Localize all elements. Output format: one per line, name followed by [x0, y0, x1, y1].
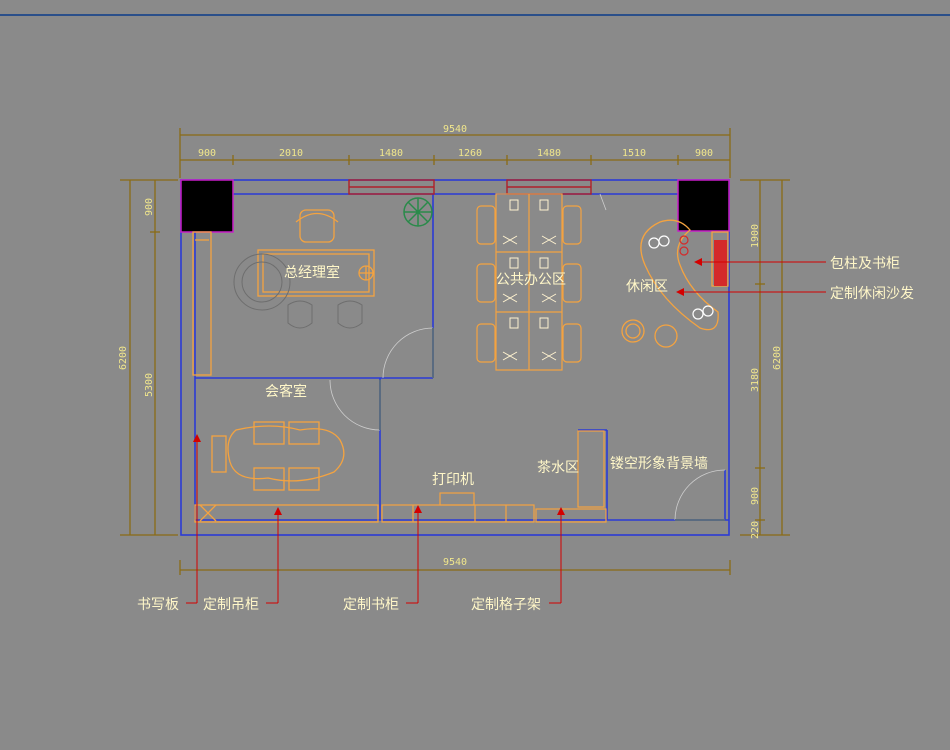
- room-label-office: 公共办公区: [496, 272, 566, 288]
- dim-top-seg-5: 1480: [537, 148, 561, 159]
- annotation-bookcase: 定制书柜: [343, 597, 399, 613]
- dim-right-inner-2: 3180: [750, 368, 761, 392]
- dim-top-seg-6: 1510: [622, 148, 646, 159]
- dim-top-seg-2: 2010: [279, 148, 303, 159]
- app-title-bar: [0, 0, 950, 16]
- leader-arrowheads: [193, 258, 702, 515]
- door-leaves: [379, 328, 725, 521]
- dim-left-outer: 6200: [118, 346, 129, 370]
- dim-left-inner-1: 900: [144, 198, 155, 216]
- annotation-writing-board: 书写板: [137, 597, 179, 613]
- annotation-hanging-cabinet: 定制吊柜: [203, 597, 259, 613]
- dim-top-seg-7: 900: [695, 148, 713, 159]
- annotation-column-bookcase: 包柱及书柜: [830, 256, 900, 272]
- column-top-right: [677, 179, 730, 232]
- room-label-manager: 总经理室: [284, 264, 340, 281]
- manager-decor: [233, 253, 363, 329]
- bottom-cabinets: [381, 430, 607, 523]
- room-label-printer: 打印机: [432, 471, 474, 488]
- dim-top-total: 9540: [443, 124, 467, 135]
- room-label-wall-feature: 镂空形象背景墙: [610, 456, 708, 472]
- dim-top-seg-3: 1480: [379, 148, 403, 159]
- lounge-icons: [648, 235, 714, 320]
- dim-bottom-total: 9540: [443, 557, 467, 568]
- dim-top-seg-4: 1260: [458, 148, 482, 159]
- room-label-reception: 会客室: [265, 383, 307, 400]
- windows: [348, 179, 592, 195]
- door-swings: [329, 193, 726, 521]
- reception-furniture: [194, 421, 379, 523]
- annotation-grid-shelf: 定制格子架: [471, 597, 541, 613]
- dim-right-inner-1: 1900: [750, 224, 761, 248]
- lounge-cabinet: [714, 240, 727, 286]
- plant-icon: [403, 197, 433, 227]
- column-top-left: [180, 179, 234, 233]
- room-label-lounge: 休闲区: [626, 279, 668, 295]
- dim-top-seg-1: 900: [198, 148, 216, 159]
- office-desk-equipment: [502, 199, 557, 361]
- annotation-custom-sofa: 定制休闲沙发: [830, 286, 914, 302]
- dim-right-inner-4: 220: [750, 521, 761, 539]
- office-desks: [476, 193, 582, 371]
- dim-left-inner-2: 5300: [144, 373, 155, 397]
- leader-lines: [186, 261, 826, 604]
- dim-right-outer: 6200: [772, 346, 783, 370]
- dimension-lines: [120, 128, 790, 575]
- room-label-tea: 茶水区: [537, 460, 579, 476]
- dim-right-inner-3: 900: [750, 487, 761, 505]
- manager-furniture: [192, 209, 375, 376]
- lounge-furniture: [621, 219, 729, 348]
